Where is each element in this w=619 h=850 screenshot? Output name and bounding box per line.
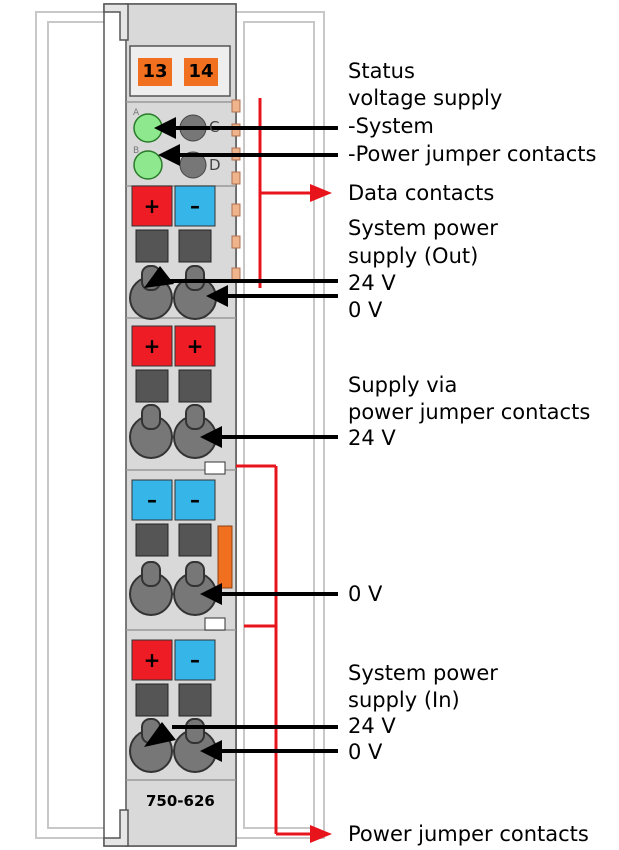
label-in-0v: 0 V — [348, 740, 383, 764]
minus-sign: – — [190, 488, 200, 512]
data-contacts-arrowhead — [310, 184, 332, 202]
label-supply-via: Supply via — [348, 373, 458, 397]
pointer-arrowheads — [144, 117, 228, 762]
label-system-power-out-2: supply (Out) — [348, 244, 479, 268]
label-system: -System — [348, 114, 434, 138]
label-voltage-supply: voltage supply — [348, 86, 503, 110]
label-power-jumper-contacts: power jumper contacts — [348, 400, 591, 424]
power-jumper-line — [236, 464, 312, 836]
led-letter-d: D — [209, 156, 221, 174]
terminal-number-13: 13 — [138, 58, 172, 86]
led-letter-b: B — [133, 146, 140, 156]
plus-sign: + — [143, 334, 161, 358]
terminal-group-out — [129, 185, 217, 320]
terminal-group-zero — [129, 461, 233, 631]
plus-sign: + — [186, 334, 204, 358]
label-system-power-in-2: supply (In) — [348, 688, 460, 712]
label-power-jumper: -Power jumper contacts — [348, 142, 597, 166]
minus-sign: – — [190, 194, 200, 218]
din-rail — [35, 11, 325, 839]
power-jumper-arrowhead — [310, 825, 332, 843]
terminal-number-14: 14 — [184, 58, 218, 86]
label-power-jumper-contacts-bottom: Power jumper contacts — [348, 822, 589, 846]
label-in-24v: 24 V — [348, 714, 396, 738]
label-zero-v: 0 V — [348, 582, 383, 606]
led-letter-c: C — [209, 118, 220, 136]
label-system-power-in-1: System power — [348, 661, 498, 685]
pointer-arrows — [170, 126, 338, 753]
label-status: Status — [348, 59, 415, 83]
label-out-24v: 24 V — [348, 271, 396, 295]
plus-sign: + — [143, 194, 161, 218]
model-number: 750-626 — [146, 792, 215, 810]
minus-sign: – — [190, 648, 200, 672]
label-system-power-out-1: System power — [348, 216, 498, 240]
led-letter-a: A — [133, 108, 140, 118]
minus-sign: – — [147, 488, 157, 512]
plus-sign: + — [143, 648, 161, 672]
label-data-contacts: Data contacts — [348, 181, 495, 205]
label-supply-24v: 24 V — [348, 426, 396, 450]
label-out-0v: 0 V — [348, 298, 383, 322]
